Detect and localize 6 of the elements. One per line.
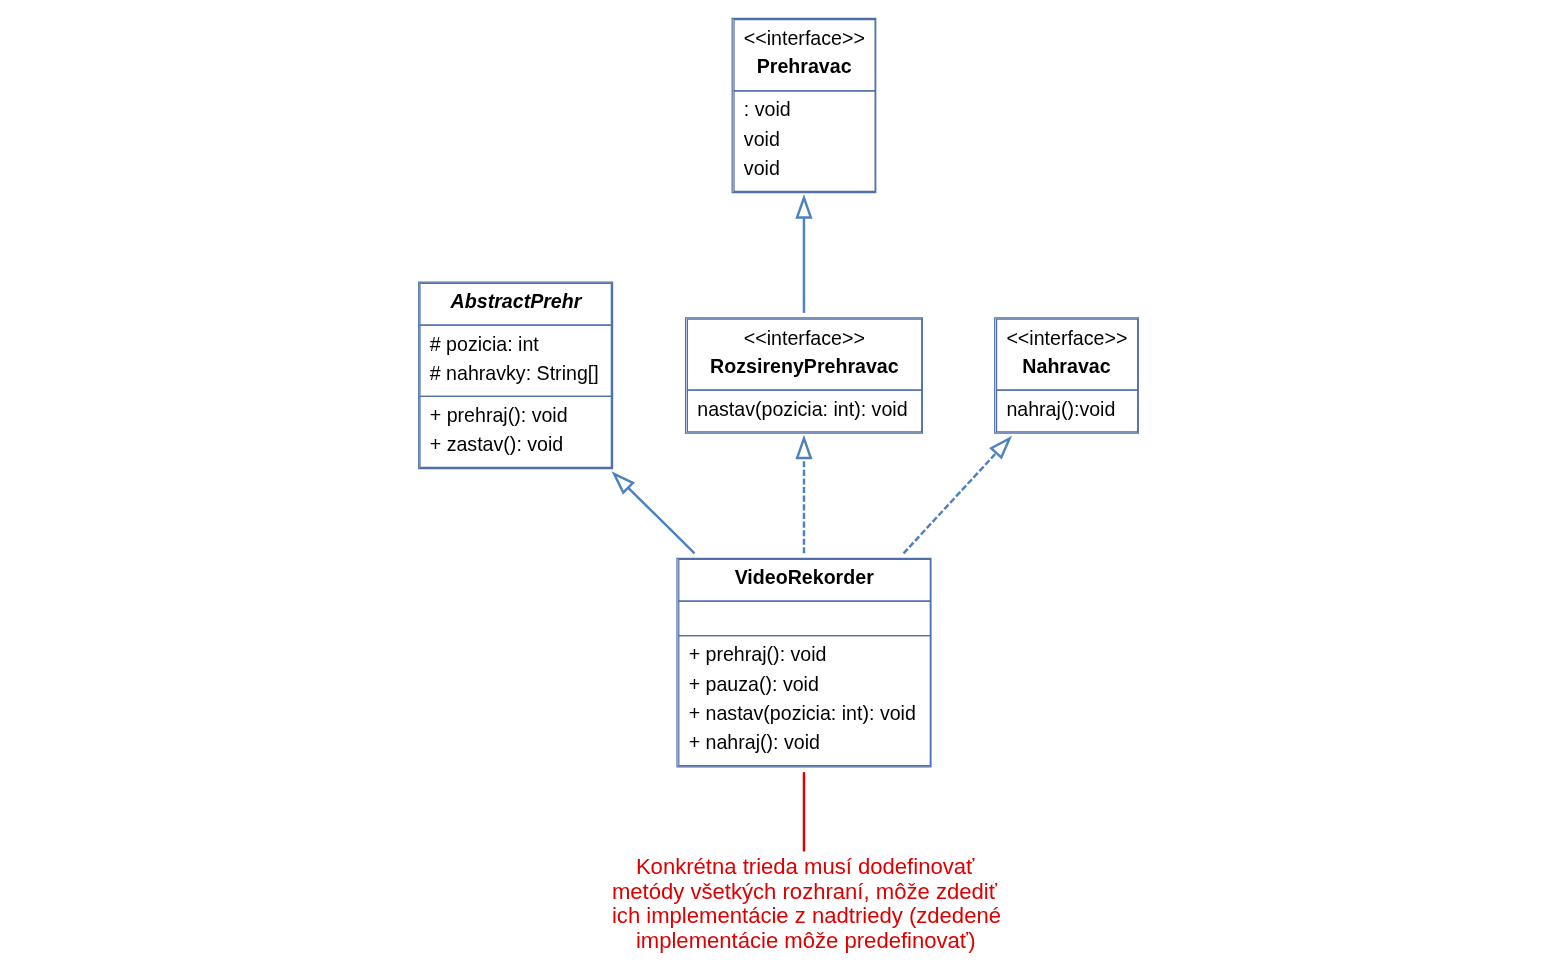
- arrow: [795, 194, 813, 313]
- connector: [802, 772, 806, 852]
- node-text: Konkrétna trieda musí dodefinovať metódy všetkých rozhraní, môže zdediť ich implementácie z nadtriedy (zdedené implementácie môže predefinovať): [611, 854, 1001, 953]
- arrow: [902, 435, 1013, 555]
- arrow: [795, 434, 813, 554]
- arrow: [611, 471, 696, 555]
